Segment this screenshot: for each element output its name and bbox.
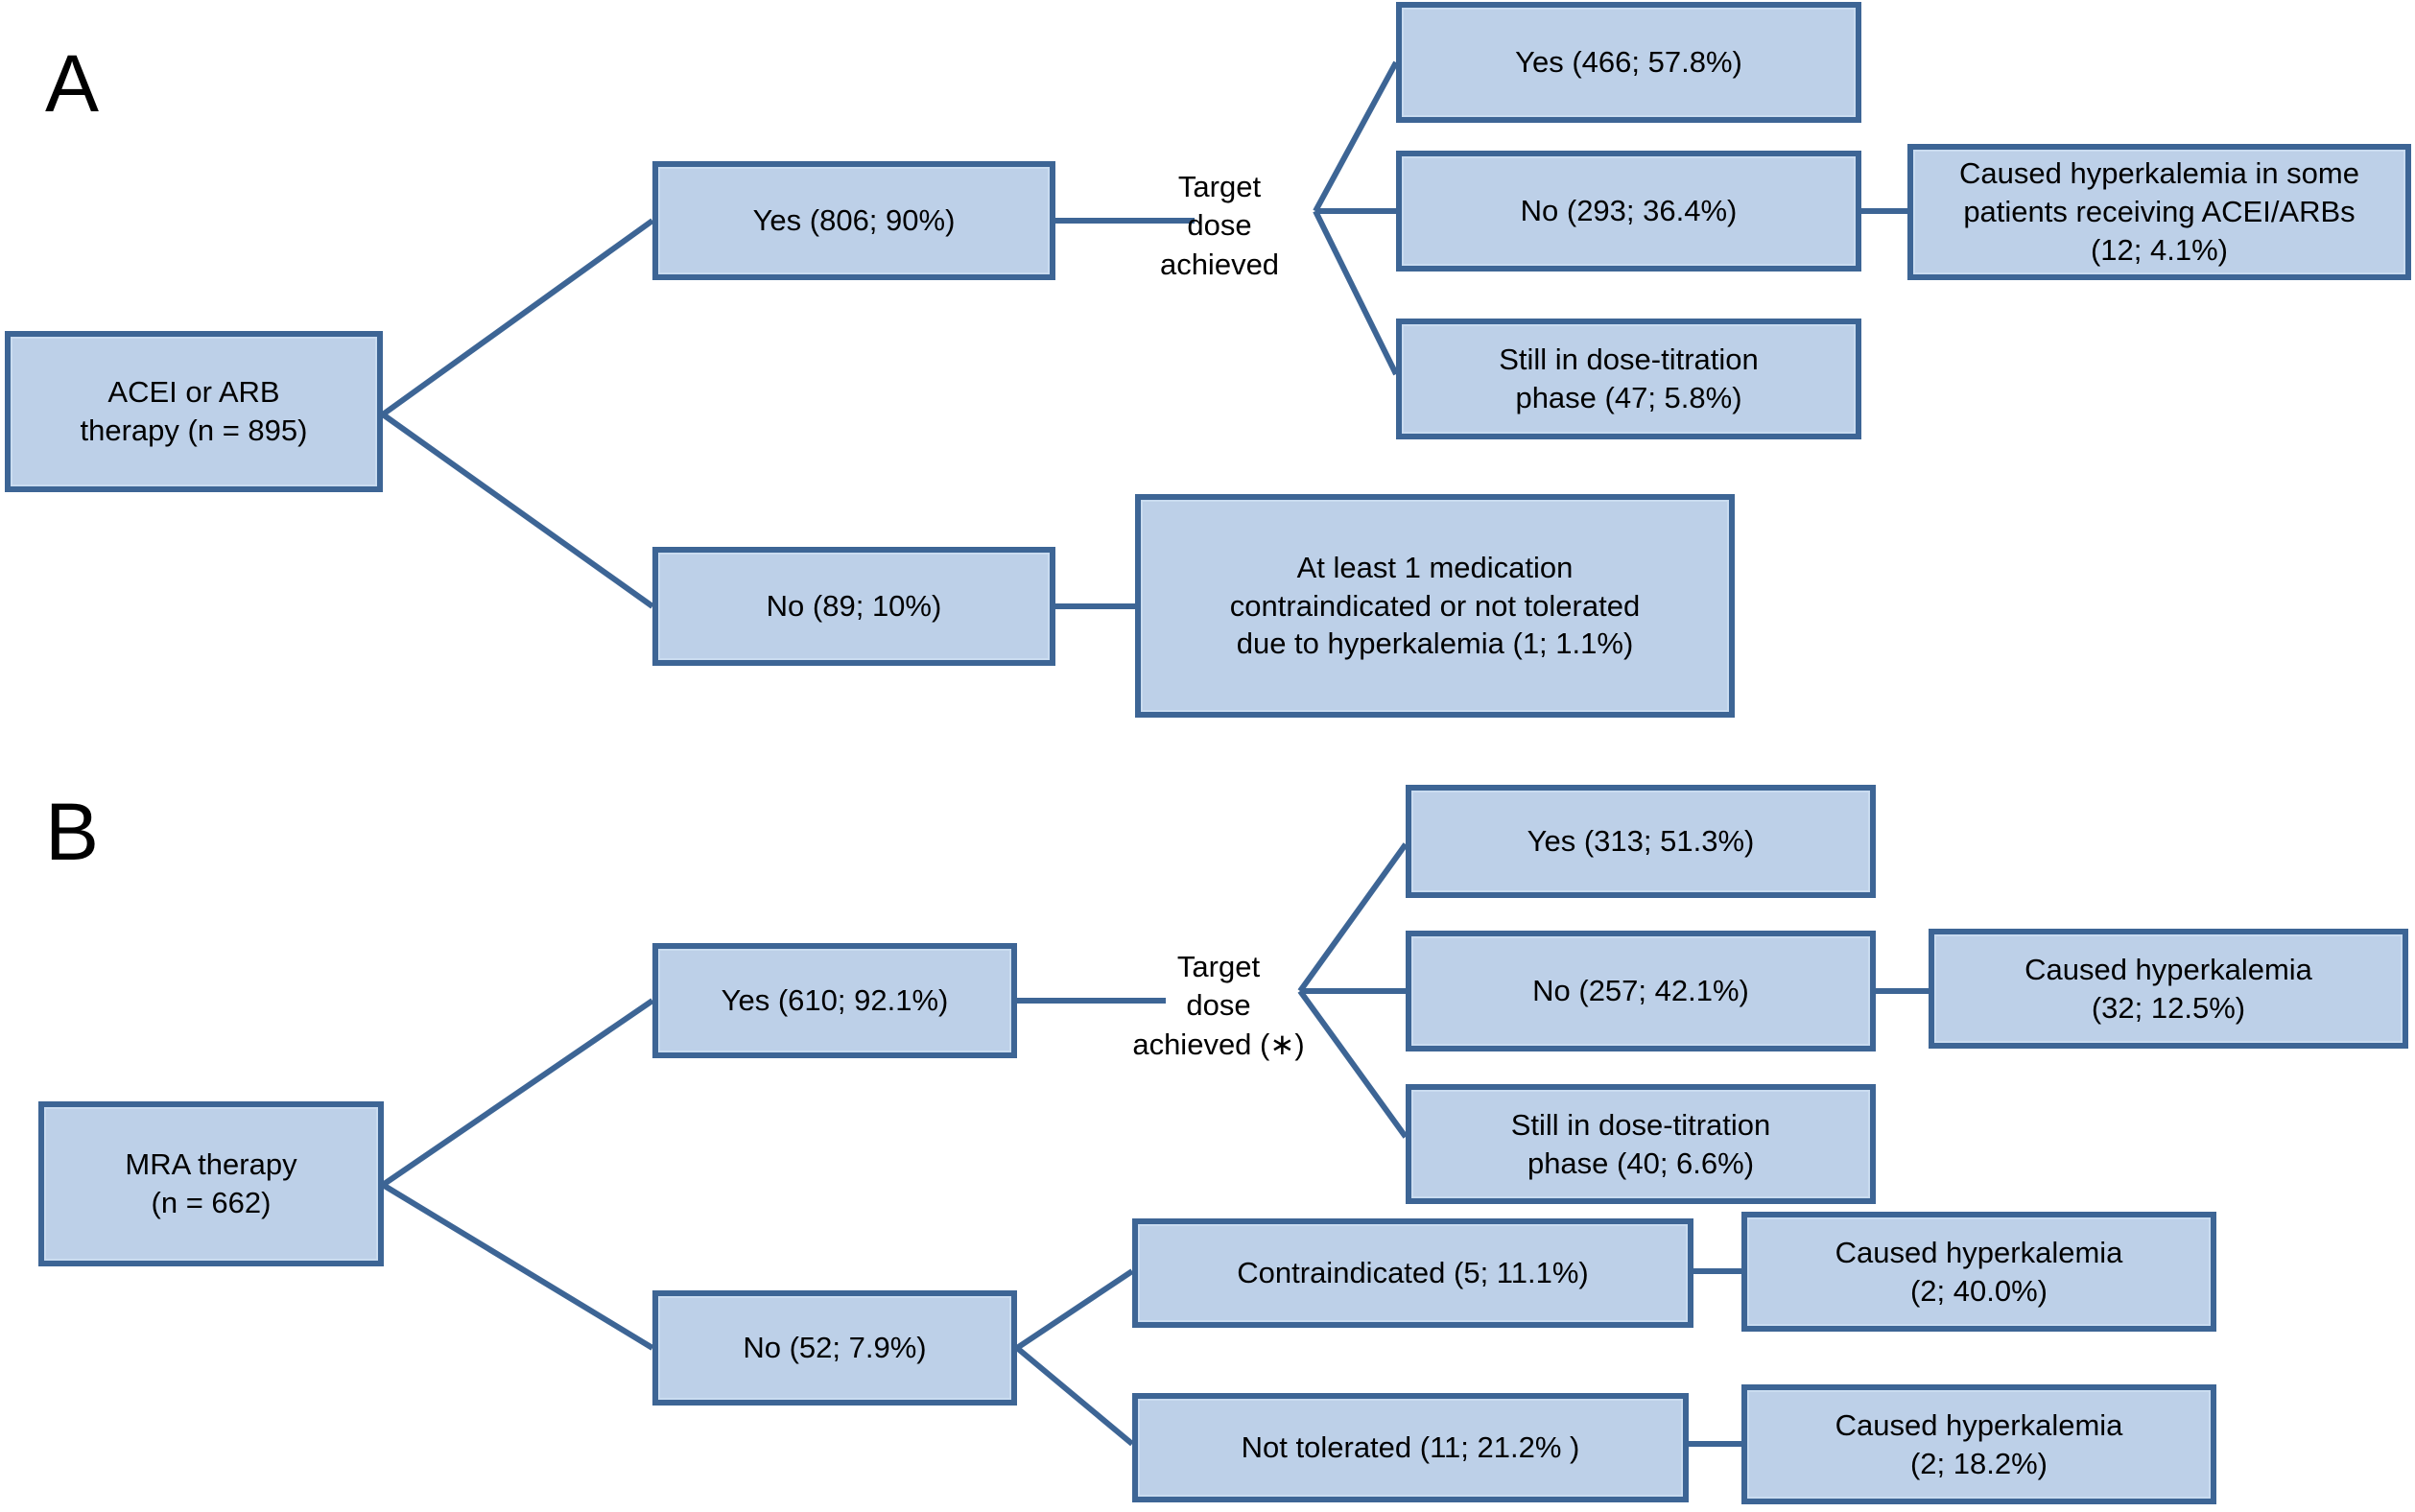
node-b-not-tolerated-label: Not tolerated (11; 21.2% ) bbox=[1241, 1430, 1580, 1465]
node-b-note-hyperkalemia-3: Caused hyperkalemia (2; 18.2%) bbox=[1741, 1384, 2216, 1504]
label-a-target-dose-achieved: Target dose achieved bbox=[1133, 168, 1306, 284]
node-a-note-hyperkalemia-line3: (12; 4.1%) bbox=[2090, 232, 2228, 267]
link-b-root-to-no bbox=[381, 1182, 654, 1351]
node-a-note-hyperkalemia: Caused hyperkalemia in some patients rec… bbox=[1907, 144, 2411, 280]
node-b-root-line2: (n = 662) bbox=[151, 1186, 272, 1219]
label-a-target-dose-achieved-line3: achieved bbox=[1159, 247, 1280, 281]
label-a-target-dose-achieved-line1: Target bbox=[1177, 170, 1262, 203]
panel-letter-b: B bbox=[45, 787, 100, 877]
node-a-note-contraindicated-line2: contraindicated or not tolerated bbox=[1229, 588, 1641, 623]
node-b-contraindicated: Contraindicated (5; 11.1%) bbox=[1132, 1218, 1693, 1328]
node-a-branch-no-label: No (89; 10%) bbox=[766, 589, 942, 624]
node-b-outcome-titration: Still in dose-titration phase (40; 6.6%) bbox=[1406, 1084, 1876, 1204]
panel-letter-a: A bbox=[45, 38, 100, 129]
node-b-branch-no-label: No (52; 7.9%) bbox=[743, 1331, 927, 1365]
node-b-note-hyperkalemia-1: Caused hyperkalemia (32; 12.5%) bbox=[1929, 929, 2408, 1049]
label-b-target-dose-achieved-line2: dose bbox=[1186, 988, 1251, 1023]
node-b-note-hyperkalemia-3-line1: Caused hyperkalemia bbox=[1835, 1407, 2123, 1442]
node-b-outcome-no: No (257; 42.1%) bbox=[1406, 931, 1876, 1051]
node-a-outcome-yes-label: Yes (466; 57.8%) bbox=[1515, 45, 1742, 80]
node-a-root: ACEI or ARB therapy (n = 895) bbox=[5, 331, 383, 492]
node-a-note-hyperkalemia-line2: patients receiving ACEI/ARBs bbox=[1963, 195, 2356, 229]
node-a-note-hyperkalemia-line1: Caused hyperkalemia in some bbox=[1959, 156, 2359, 191]
node-b-note-hyperkalemia-1-line2: (32; 12.5%) bbox=[2091, 990, 2246, 1025]
node-b-contraindicated-label: Contraindicated (5; 11.1%) bbox=[1237, 1256, 1589, 1290]
label-b-target-dose-achieved-line1: Target bbox=[1176, 950, 1261, 983]
link-a-root-to-no bbox=[381, 412, 654, 609]
node-a-outcome-titration-line1: Still in dose-titration bbox=[1499, 343, 1759, 377]
node-a-outcome-no: No (293; 36.4%) bbox=[1396, 151, 1861, 272]
node-a-outcome-no-label: No (293; 36.4%) bbox=[1520, 194, 1738, 228]
node-b-outcome-yes-label: Yes (313; 51.3%) bbox=[1527, 824, 1755, 859]
node-b-branch-yes: Yes (610; 92.1%) bbox=[652, 943, 1017, 1058]
link-a-decision-hub-down bbox=[1313, 209, 1399, 376]
link-b-no-to-nottolerated bbox=[1015, 1345, 1134, 1447]
node-b-note-hyperkalemia-3-line2: (2; 18.2%) bbox=[1909, 1446, 2048, 1480]
node-b-note-hyperkalemia-1-line1: Caused hyperkalemia bbox=[2024, 952, 2312, 986]
node-b-not-tolerated: Not tolerated (11; 21.2% ) bbox=[1132, 1393, 1689, 1502]
node-a-outcome-yes: Yes (466; 57.8%) bbox=[1396, 2, 1861, 123]
label-b-target-dose-achieved-line3: achieved (∗) bbox=[1132, 1027, 1305, 1061]
node-a-branch-yes-label: Yes (806; 90%) bbox=[752, 203, 956, 238]
node-b-outcome-titration-line1: Still in dose-titration bbox=[1510, 1107, 1771, 1142]
node-b-outcome-titration-line2: phase (40; 6.6%) bbox=[1527, 1146, 1755, 1180]
node-a-branch-no: No (89; 10%) bbox=[652, 547, 1055, 666]
node-b-branch-yes-label: Yes (610; 92.1%) bbox=[721, 983, 949, 1018]
node-a-note-contraindicated-line1: At least 1 medication bbox=[1296, 550, 1574, 584]
link-a-decision-hub-up bbox=[1313, 60, 1399, 213]
link-a-root-to-yes bbox=[381, 218, 654, 417]
node-a-outcome-titration: Still in dose-titration phase (47; 5.8%) bbox=[1396, 319, 1861, 439]
label-a-target-dose-achieved-line2: dose bbox=[1187, 208, 1252, 243]
node-b-outcome-no-label: No (257; 42.1%) bbox=[1532, 974, 1749, 1008]
node-b-note-hyperkalemia-2-line1: Caused hyperkalemia bbox=[1835, 1235, 2123, 1269]
node-a-root-line1: ACEI or ARB bbox=[107, 375, 280, 410]
node-a-note-contraindicated: At least 1 medication contraindicated or… bbox=[1135, 494, 1735, 718]
node-b-root: MRA therapy (n = 662) bbox=[38, 1101, 384, 1266]
node-a-outcome-titration-line2: phase (47; 5.8%) bbox=[1515, 381, 1742, 414]
node-b-branch-no: No (52; 7.9%) bbox=[652, 1290, 1017, 1406]
node-a-root-line2: therapy (n = 895) bbox=[80, 413, 308, 447]
node-b-outcome-yes: Yes (313; 51.3%) bbox=[1406, 785, 1876, 898]
node-b-note-hyperkalemia-2: Caused hyperkalemia (2; 40.0%) bbox=[1741, 1212, 2216, 1332]
link-b-no-to-contraindicated bbox=[1015, 1268, 1134, 1351]
node-a-note-contraindicated-line3: due to hyperkalemia (1; 1.1%) bbox=[1236, 626, 1634, 661]
label-b-target-dose-achieved: Target dose achieved (∗) bbox=[1103, 948, 1334, 1064]
link-b-root-to-yes bbox=[381, 998, 654, 1188]
node-b-root-line1: MRA therapy bbox=[125, 1147, 297, 1182]
node-a-branch-yes: Yes (806; 90%) bbox=[652, 161, 1055, 280]
node-b-note-hyperkalemia-2-line2: (2; 40.0%) bbox=[1909, 1273, 2048, 1308]
